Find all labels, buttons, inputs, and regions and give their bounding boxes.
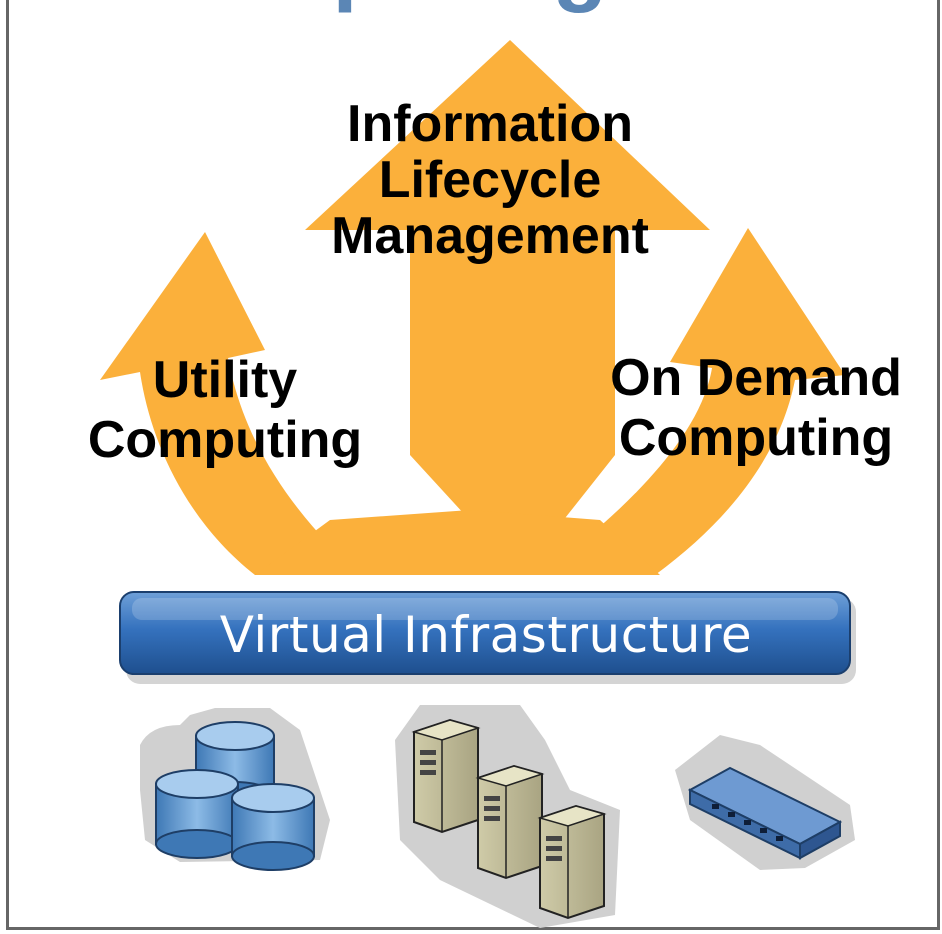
network-switch-icon [675,735,855,870]
goal-label-utility-computing: Utility Computing [50,350,400,470]
storage-icon [140,708,330,871]
label-line: Utility [152,351,298,409]
label-line: Computing [87,411,363,469]
label-line: On Demand [610,349,902,407]
label-line: Management [331,207,649,265]
left-arrow [100,232,360,575]
center-arrow [305,40,710,575]
label-line: Computing [618,409,894,467]
slide-frame [6,0,940,930]
orange-arrows [100,40,845,575]
label-line: Lifecycle [378,151,602,209]
goal-label-on-demand-computing: On Demand Computing [578,348,934,468]
label-line: Information [347,95,633,153]
virtual-infrastructure-label: Virtual Infrastructure [219,606,753,664]
right-arrow [540,228,845,575]
virtual-infrastructure-bar [119,591,856,684]
servers-icon [395,705,620,928]
title-fragment: puting [333,0,608,14]
goal-label-information-lifecycle-management: Information Lifecycle Management [270,96,710,264]
